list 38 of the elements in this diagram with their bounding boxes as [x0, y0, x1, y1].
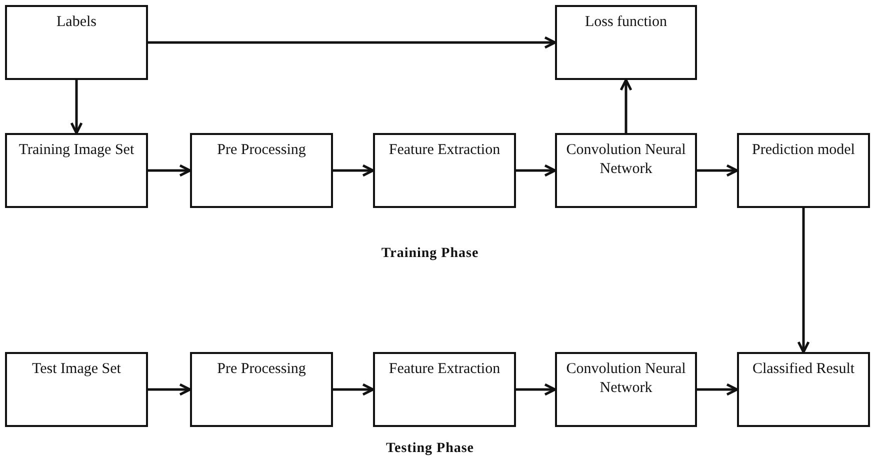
- box-label: Loss function: [584, 13, 668, 32]
- arrow: [148, 383, 192, 396]
- box-label: Test Image Set: [32, 360, 121, 379]
- process-box: [190, 352, 333, 427]
- arrow: [70, 80, 83, 134]
- arrow: [797, 208, 810, 354]
- arrow: [620, 78, 632, 133]
- process-box: [555, 352, 697, 427]
- arrow: [333, 164, 374, 177]
- box-label: Prediction model: [752, 141, 855, 160]
- process-box: [190, 133, 333, 208]
- arrow: [333, 383, 374, 396]
- process-box: [555, 5, 697, 80]
- process-box: [737, 133, 870, 208]
- box-label: Pre Processing: [217, 360, 306, 379]
- arrow: [148, 164, 192, 177]
- box-label: Convolution Neural Network: [565, 141, 687, 179]
- process-box: [373, 352, 516, 427]
- arrow: [516, 164, 556, 177]
- arrow: [516, 383, 556, 396]
- box-label: Labels: [56, 13, 96, 32]
- process-box: [737, 352, 870, 427]
- arrow: [148, 36, 556, 49]
- phase-heading: Testing Phase: [386, 441, 474, 457]
- box-label: Training Image Set: [18, 141, 134, 160]
- process-box: [555, 133, 697, 208]
- process-box: [5, 352, 148, 427]
- box-label: Pre Processing: [217, 141, 306, 160]
- arrow: [697, 164, 738, 177]
- phase-heading: Training Phase: [381, 246, 479, 262]
- box-label: Classified Result: [752, 360, 855, 379]
- box-label: Feature Extraction: [388, 360, 500, 379]
- arrow: [697, 383, 738, 396]
- box-label: Convolution Neural Network: [565, 360, 687, 398]
- process-box: [373, 133, 516, 208]
- process-box: [5, 133, 148, 208]
- process-box: [5, 5, 148, 80]
- box-label: Feature Extraction: [388, 141, 500, 160]
